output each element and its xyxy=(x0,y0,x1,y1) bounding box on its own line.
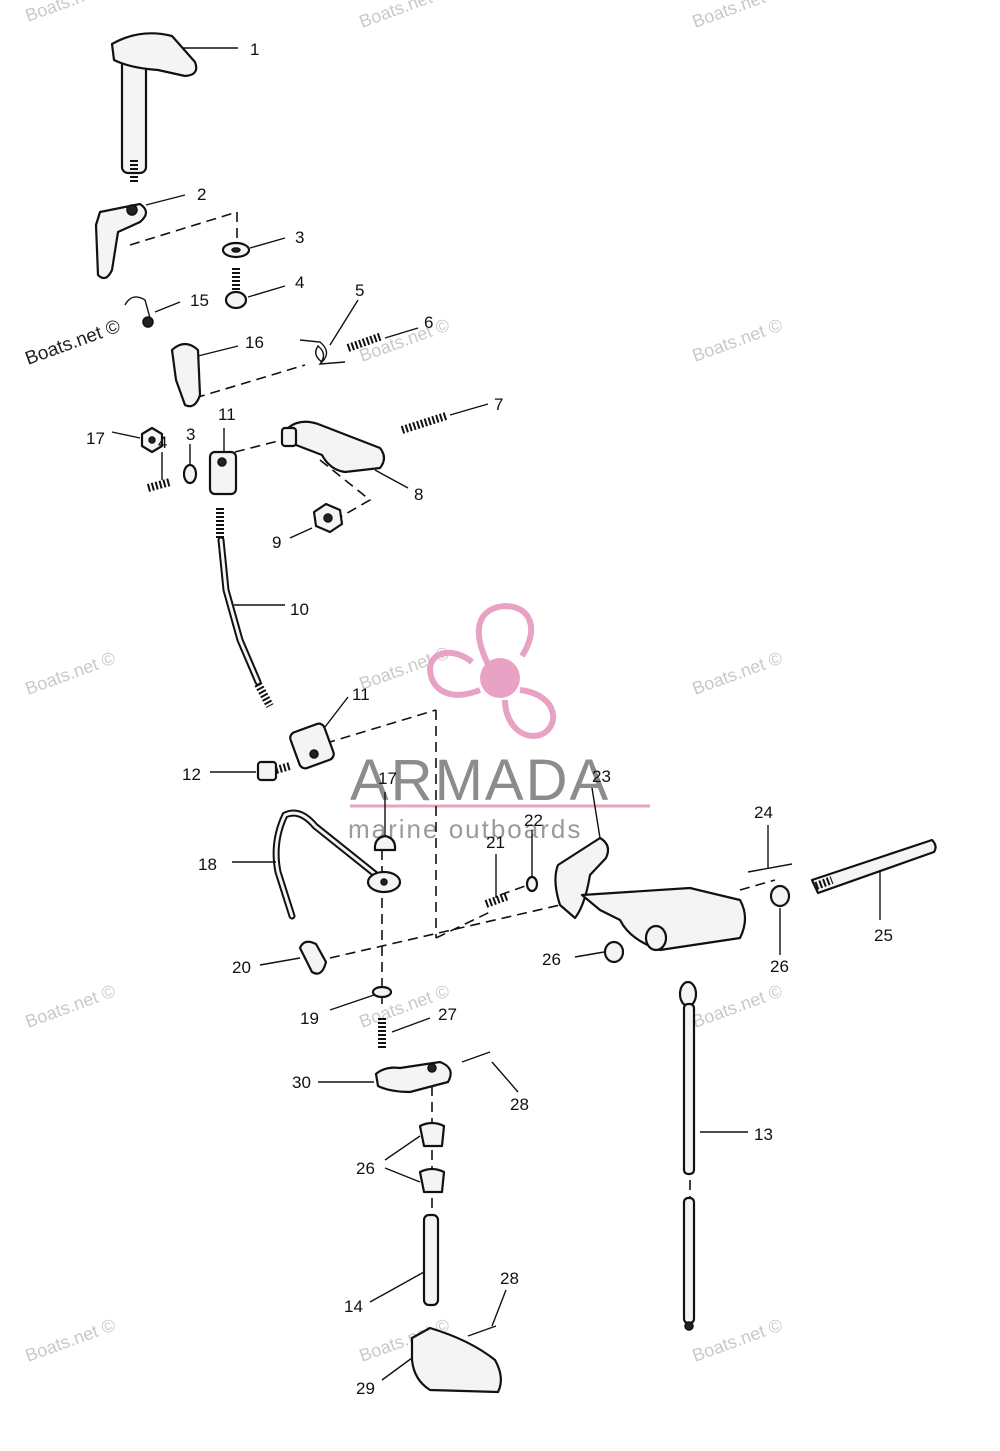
part-1-shift-shaft xyxy=(110,32,198,182)
part-21-screw xyxy=(484,892,510,908)
part-20-bushing xyxy=(298,940,328,975)
part-28-pin-upper xyxy=(461,1051,491,1063)
callout-5: 5 xyxy=(355,281,364,300)
callout-8: 8 xyxy=(414,485,423,504)
callout-numbers: 1 2 3 4 15 5 6 16 17 11 4 3 7 8 9 10 11 … xyxy=(86,40,893,1398)
callout-26: 26 xyxy=(770,957,789,976)
part-3-washer xyxy=(221,241,251,259)
callout-9: 9 xyxy=(272,533,281,552)
part-26-bushing-right xyxy=(769,884,791,908)
callout-26: 26 xyxy=(542,950,561,969)
leader-lines xyxy=(111,47,881,1381)
callout-11: 11 xyxy=(352,685,370,704)
watermark-text: Boats.net © xyxy=(690,1315,785,1366)
part-11-link-end-upper xyxy=(208,450,238,496)
part-4-screw-left xyxy=(146,478,172,492)
part-4-screw xyxy=(224,268,248,310)
callout-3: 3 xyxy=(295,228,304,247)
callout-20: 20 xyxy=(232,958,251,977)
propeller-icon xyxy=(426,602,557,739)
callout-12: 12 xyxy=(182,765,201,784)
part-5-spring xyxy=(299,339,346,365)
callout-28: 28 xyxy=(510,1095,529,1114)
callout-17: 17 xyxy=(86,429,105,448)
part-28-pin-lower xyxy=(467,1325,497,1337)
callout-11: 11 xyxy=(218,405,236,424)
part-22-spring xyxy=(525,875,539,893)
watermark-text: Boats.net © xyxy=(357,0,452,32)
callout-4: 4 xyxy=(295,273,304,292)
callout-14: 14 xyxy=(344,1297,363,1316)
callout-25: 25 xyxy=(874,926,893,945)
callout-6: 6 xyxy=(424,313,433,332)
part-26-bushing-left xyxy=(603,940,625,964)
part-15-clip xyxy=(124,296,154,328)
part-24-pin xyxy=(747,863,793,873)
watermark-text: Boats.net © xyxy=(23,0,118,26)
callout-30: 30 xyxy=(292,1073,311,1092)
part-25-shaft xyxy=(810,838,937,895)
part-13-shift-rod xyxy=(678,980,698,1331)
callout-23: 23 xyxy=(592,767,611,786)
watermark-text: Boats.net © xyxy=(690,0,785,32)
armada-logo: ARMADA marine outboards xyxy=(348,602,650,844)
watermark-text: Boats.net © xyxy=(690,648,785,699)
part-10-link-rod xyxy=(216,508,274,708)
part-8-lever-arm xyxy=(280,420,386,474)
part-17-cap xyxy=(373,834,397,852)
callout-4: 4 xyxy=(158,433,167,452)
part-26-bushing-upper xyxy=(418,1121,446,1148)
part-12-screw xyxy=(256,760,292,782)
callout-15: 15 xyxy=(190,291,209,310)
callout-13: 13 xyxy=(754,1125,773,1144)
part-23-shift-cam xyxy=(554,836,747,952)
callout-2: 2 xyxy=(197,185,206,204)
part-16-link xyxy=(170,342,202,408)
callout-24: 24 xyxy=(754,803,773,822)
brand-name: ARMADA xyxy=(350,748,610,813)
part-11-link-end-lower xyxy=(289,722,335,770)
callout-27: 27 xyxy=(438,1005,457,1024)
watermark-text: Boats.net © xyxy=(690,981,785,1032)
part-19-washer xyxy=(371,985,393,999)
part-29-cam-block xyxy=(410,1326,502,1394)
callout-7: 7 xyxy=(494,395,503,414)
watermark-text: Boats.net © xyxy=(23,648,118,699)
part-7-stud xyxy=(400,412,448,434)
part-9-nut xyxy=(312,502,344,534)
callout-26: 26 xyxy=(356,1159,375,1178)
part-30-lever xyxy=(374,1060,452,1094)
callout-16: 16 xyxy=(245,333,264,352)
callout-17: 17 xyxy=(378,769,397,788)
callout-1: 1 xyxy=(250,40,259,59)
part-2-shift-lever xyxy=(94,202,148,280)
part-17-nut xyxy=(140,426,164,454)
callout-18: 18 xyxy=(198,855,217,874)
watermark-text: Boats.net © xyxy=(23,981,118,1032)
callout-28: 28 xyxy=(500,1269,519,1288)
callout-19: 19 xyxy=(300,1009,319,1028)
assembly-lines xyxy=(129,210,776,1255)
part-3-washer-left xyxy=(182,463,198,485)
watermark-text: Boats.net © xyxy=(690,315,785,366)
part-18-bent-rod xyxy=(272,809,402,920)
callout-29: 29 xyxy=(356,1379,375,1398)
callout-3: 3 xyxy=(186,425,195,444)
part-26-bushing-lower xyxy=(418,1167,446,1194)
part-14-pin xyxy=(422,1213,440,1307)
watermark-text: Boats.net © xyxy=(23,1315,118,1366)
callout-21: 21 xyxy=(486,833,505,852)
callout-22: 22 xyxy=(524,811,543,830)
watermark-text-dark: Boats.net © xyxy=(23,316,124,370)
callout-10: 10 xyxy=(290,600,309,619)
